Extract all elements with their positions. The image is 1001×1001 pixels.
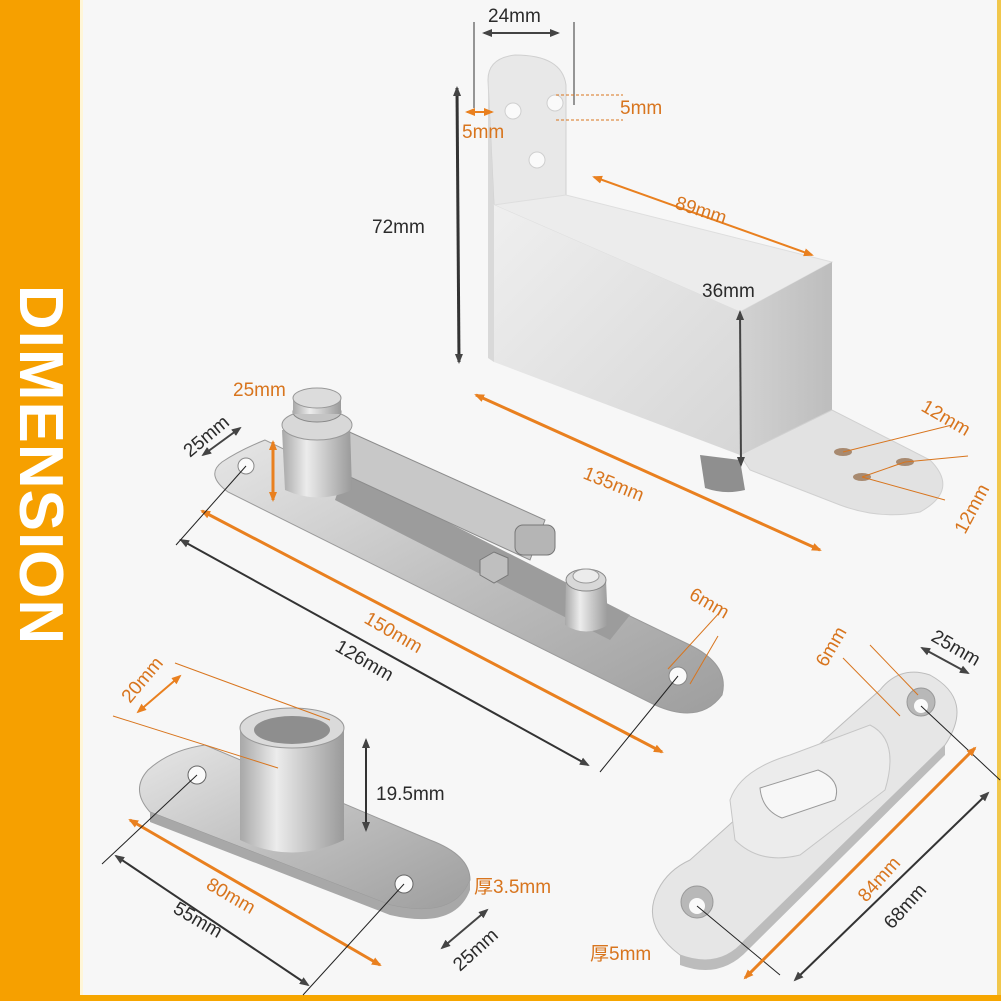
label-top-hole-spacing-b: 12mm [951,481,994,537]
inner-edge [80,0,83,995]
label-strike-hole-diameter: 6mm [812,623,851,670]
label-top-hole-spacing-a: 12mm [918,396,974,441]
label-top-hole-diameter: 5mm [620,98,662,119]
label-socket-height: 19.5mm [376,784,445,805]
label-socket-thickness: 厚3.5mm [474,877,551,898]
label-top-overall-height: 72mm [372,217,425,238]
label-strike-plate-width: 25mm [928,626,984,671]
top-bracket-dimensions [453,22,969,552]
label-arm-hole-spacing: 126mm [332,636,397,686]
label-top-edge-offset: 5mm [462,122,504,143]
label-top-total-length: 135mm [580,463,647,506]
label-arm-hole-diameter: 6mm [686,584,733,623]
frame-right-border [997,0,1001,1001]
label-strike-hole-spacing: 68mm [880,880,931,933]
bottom-socket-dimensions [101,662,489,996]
label-arm-overall-length: 150mm [361,608,426,658]
arm-plate [214,387,724,714]
strike-plate-dimensions [696,644,1001,982]
label-socket-bore-diameter: 20mm [118,653,168,707]
arm-plate-dimensions [175,426,721,773]
label-strike-thickness: 厚5mm [590,944,651,965]
label-arm-plate-width: 25mm [180,412,234,462]
strike-plate [651,671,958,970]
label-top-arm-height: 36mm [702,281,755,302]
label-socket-plate-width: 25mm [449,925,502,976]
label-top-plate-width: 24mm [488,6,541,27]
label-socket-overall-length: 80mm [203,874,259,919]
side-band [0,0,80,1001]
label-socket-hole-spacing: 55mm [170,898,226,943]
frame-bottom-border [80,995,1001,1001]
label-arm-pivot-height: 25mm [233,380,286,401]
